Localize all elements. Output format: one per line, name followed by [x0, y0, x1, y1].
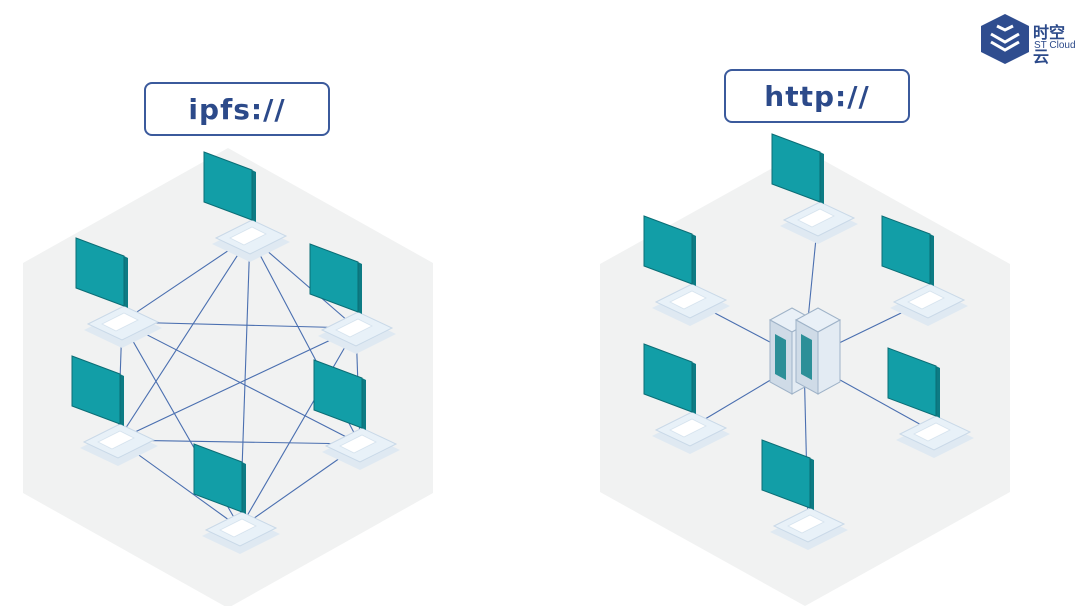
ipfs-label: ipfs://	[144, 82, 330, 136]
ipfs-node-upper-right	[309, 243, 396, 354]
ipfs-edge	[121, 321, 361, 445]
http-node-top	[771, 133, 858, 244]
ipfs-edge	[117, 439, 361, 445]
cube-logo-icon	[981, 14, 1029, 64]
ipfs-edge	[117, 235, 251, 441]
ipfs-edge	[121, 321, 357, 329]
ipfs-edge	[239, 327, 357, 529]
http-node-lower-left	[643, 343, 730, 454]
server-icon	[768, 307, 842, 395]
logo-name-en: ST Cloud	[1034, 40, 1076, 51]
http-node-upper-left	[643, 215, 730, 326]
http-label: http://	[724, 69, 910, 123]
ipfs-node-lower-left	[71, 355, 158, 466]
http-node-bottom	[761, 439, 848, 550]
ipfs-node-bottom	[193, 443, 280, 554]
http-node-upper-right	[881, 215, 968, 326]
logo-name-cn: 时空云	[1033, 23, 1066, 66]
http-node-lower-right	[887, 347, 974, 458]
ipfs-node-lower-right	[313, 359, 400, 470]
ipfs-node-top	[203, 151, 290, 262]
ipfs-node-upper-left	[75, 237, 162, 348]
ipfs-edge	[117, 327, 357, 441]
